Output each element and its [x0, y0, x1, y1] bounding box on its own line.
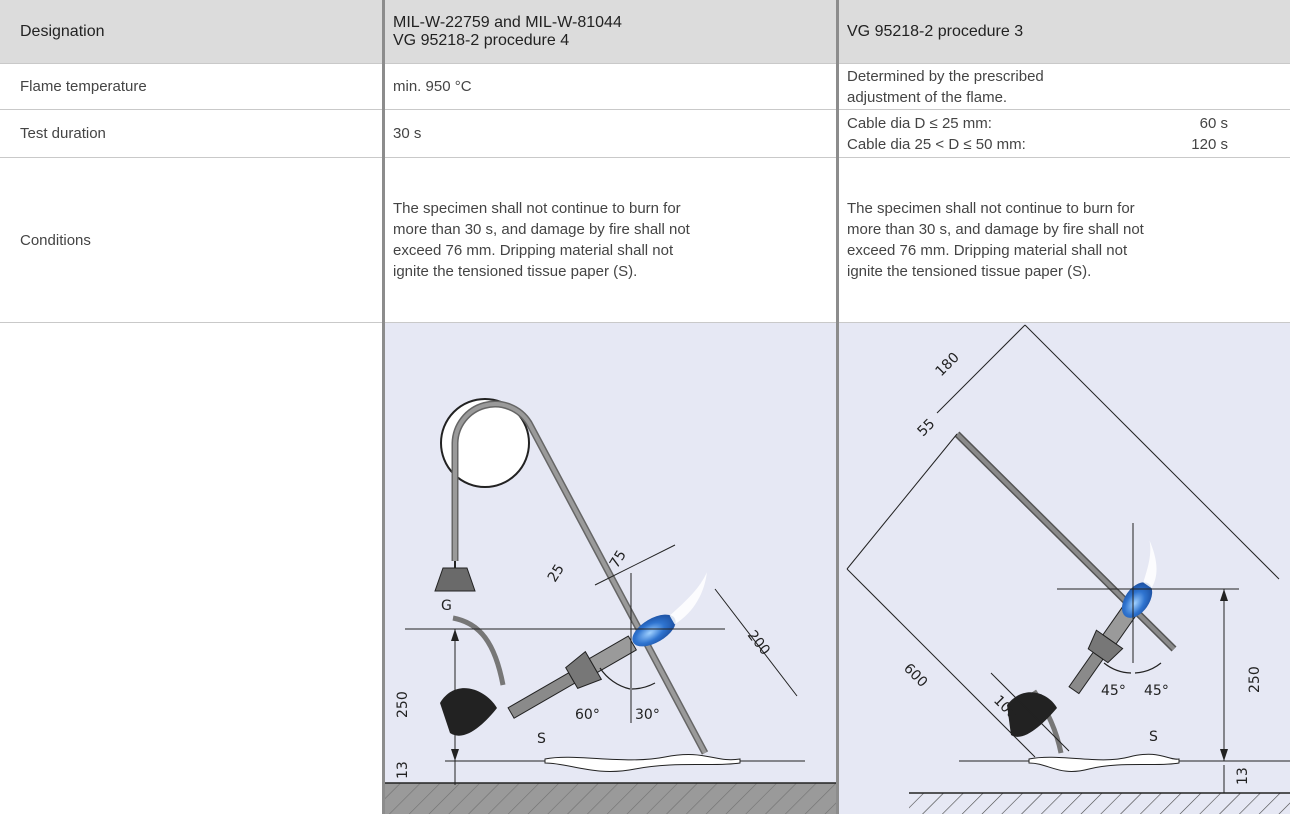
flame-shape: [632, 614, 676, 647]
table-row: Conditions The specimen shall not contin…: [0, 158, 1290, 323]
conditions-p3-line: more than 30 s, and damage by fire shall…: [847, 221, 1144, 238]
dimension-line-600: [846, 568, 1036, 758]
label-angle-45-left: 45°: [1101, 683, 1126, 699]
duration-line2-value: 120 s: [1191, 135, 1228, 153]
header-designation: Designation: [20, 22, 105, 40]
angle-arc-45-right: [1134, 662, 1162, 674]
conditions-p4-line: exceed 76 mm. Dripping material shall no…: [393, 242, 674, 259]
dimension-line-180: [936, 324, 1026, 414]
ground-hatching: [909, 793, 1290, 814]
figure-procedure-4: G 60° 30° 250 13: [385, 323, 836, 814]
duration-line2-label: Cable dia 25 < D ≤ 50 mm:: [847, 135, 1026, 153]
label-angle-30: 30°: [635, 707, 660, 723]
cable-specimen-highlight: [955, 432, 1176, 651]
conditions-procedure-3: The specimen shall not continue to burn …: [839, 158, 1290, 322]
gas-hose: [452, 615, 506, 686]
conditions-p3-line: ignite the tensioned tissue paper (S).: [847, 263, 1092, 280]
label-s: S: [537, 731, 546, 747]
duration-line1-label: Cable dia D ≤ 25 mm:: [847, 114, 992, 132]
header-procedure-4-line2: VG 95218-2 procedure 4: [393, 31, 570, 49]
dimension-line-200: [714, 588, 798, 697]
table-row: Flame temperature min. 950 °C Determined…: [0, 64, 1290, 110]
burner-base: [440, 688, 497, 736]
flame-temperature-value: min. 950 °C: [393, 78, 472, 95]
label-600: 600: [900, 661, 930, 691]
dimension-line-25-75: [594, 544, 676, 586]
conditions-p4-line: The specimen shall not continue to burn …: [393, 200, 681, 217]
weight-block: [434, 567, 476, 592]
test-duration-procedure-3: Cable dia D ≤ 25 mm: 60 s Cable dia 25 < …: [839, 110, 1290, 157]
figure-procedure-3: 45° 45° 250 13 600 180 55 100 S: [839, 323, 1290, 814]
label-s: S: [1149, 729, 1158, 745]
label-250: 250: [395, 691, 411, 718]
conditions-p3-line: exceed 76 mm. Dripping material shall no…: [847, 242, 1128, 259]
label-75: 75: [607, 548, 630, 572]
tissue-paper-shape: [1028, 753, 1180, 772]
duration-line1-value: 60 s: [1199, 114, 1228, 132]
ground-hatching: [385, 783, 836, 814]
test-duration-value: 30 s: [393, 125, 422, 142]
header-procedure-4-line1: MIL-W-22759 and MIL-W-81044: [393, 13, 622, 31]
row-label-test-duration: Test duration: [20, 125, 106, 142]
conditions-procedure-4: The specimen shall not continue to burn …: [385, 158, 836, 322]
cable-specimen-highlight: [453, 402, 707, 754]
angle-arc-30: [631, 682, 656, 690]
label-angle-60: 60°: [575, 707, 600, 723]
angle-arc-45-left: [1103, 662, 1132, 674]
test-setup-diagram-left: G 60° 30° 250 13: [385, 398, 836, 814]
extension-line-600: [846, 433, 958, 570]
flame-temperature-procedure-3: Determined by the prescribed adjustment …: [839, 64, 1290, 109]
bunsen-burner: [507, 572, 707, 719]
conditions-p4-line: more than 30 s, and damage by fire shall…: [393, 221, 690, 238]
extension-line-180: [1024, 324, 1280, 580]
label-55: 55: [915, 416, 939, 440]
test-setup-diagram-right: 45° 45° 250 13 600 180 55 100 S: [846, 324, 1290, 814]
header-procedure-3: VG 95218-2 procedure 3: [847, 22, 1024, 40]
table-header-row: Designation MIL-W-22759 and MIL-W-81044 …: [0, 0, 1290, 64]
bunsen-burner: [1068, 540, 1157, 695]
label-angle-45-right: 45°: [1144, 683, 1169, 699]
conditions-p3-line: The specimen shall not continue to burn …: [847, 200, 1135, 217]
label-g: G: [441, 598, 452, 614]
conditions-p4-line: ignite the tensioned tissue paper (S).: [393, 263, 638, 280]
table-row: Test duration 30 s Cable dia D ≤ 25 mm: 6…: [0, 110, 1290, 158]
row-label-flame-temperature: Flame temperature: [20, 78, 147, 95]
angle-arc-60: [599, 667, 631, 690]
label-180: 180: [933, 350, 963, 380]
label-250: 250: [1247, 666, 1263, 693]
column-separator: [382, 0, 385, 814]
row-label-conditions: Conditions: [20, 231, 91, 249]
label-25: 25: [545, 562, 568, 586]
label-13: 13: [395, 761, 411, 779]
flame-p3-line2: adjustment of the flame.: [847, 88, 1008, 106]
label-13: 13: [1235, 767, 1251, 785]
header-procedure-4: MIL-W-22759 and MIL-W-81044 VG 95218-2 p…: [385, 0, 836, 63]
dimension-line-100: [990, 672, 1070, 752]
column-separator: [836, 0, 839, 814]
tissue-paper-shape: [544, 754, 741, 772]
flame-shape: [1121, 582, 1153, 618]
flame-p3-line1: Determined by the prescribed: [847, 67, 1044, 85]
